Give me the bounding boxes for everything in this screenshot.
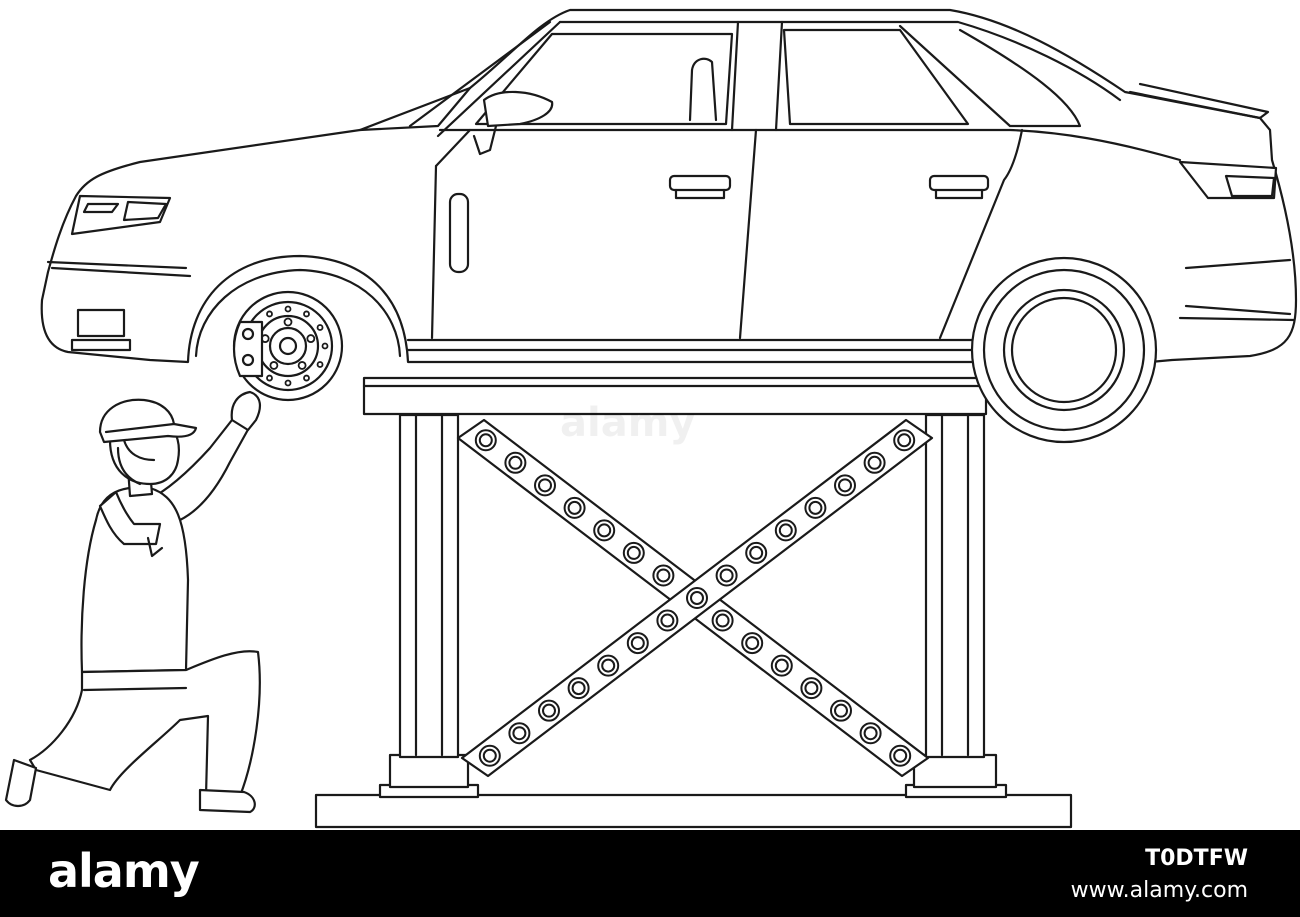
- image-id: T0DTFW: [1145, 846, 1248, 871]
- beam-hole-inner: [538, 478, 552, 493]
- beam-hole-inner: [838, 478, 852, 493]
- beam-hole-inner: [719, 568, 734, 583]
- beam-hole: [745, 541, 768, 564]
- beam-hole-inner: [863, 726, 878, 741]
- beam-hole-inner: [482, 748, 497, 763]
- beam-hole: [834, 474, 856, 497]
- disc-vent: [284, 305, 292, 313]
- beam-hole-inner: [601, 658, 616, 673]
- brake-disc-icon: [232, 290, 344, 402]
- beam-hole: [889, 744, 912, 767]
- beam-hole-inner: [626, 545, 641, 560]
- beam-hole: [563, 496, 586, 519]
- beam-hole-inner: [804, 681, 819, 696]
- beam-hole: [597, 654, 620, 677]
- beam-hole-inner: [749, 545, 764, 560]
- beam-hole: [741, 632, 764, 655]
- car-icon: [40, 8, 1298, 364]
- beam-hole: [656, 609, 679, 632]
- beam-hole: [538, 699, 560, 722]
- car-lift-icon: [314, 376, 1073, 829]
- beam-hole-inner: [478, 433, 493, 448]
- wheel-icon: [970, 256, 1158, 444]
- beam-hole: [626, 632, 649, 655]
- disc-bolt: [306, 334, 316, 343]
- beam-hole: [715, 564, 738, 587]
- beam-hole: [652, 564, 675, 587]
- beam-hole-inner: [834, 703, 848, 718]
- beam-hole-inner: [774, 658, 789, 673]
- beam-hole: [593, 519, 616, 542]
- illustration: [4, 8, 1298, 829]
- beam-hole: [567, 677, 590, 700]
- site-url: www.alamy.com: [1070, 878, 1248, 903]
- beam-hole-inner: [656, 568, 671, 583]
- beam-hole-inner: [512, 726, 527, 741]
- beam-hole: [893, 429, 916, 452]
- disc-vent: [321, 342, 329, 350]
- disc-vent: [266, 310, 273, 318]
- beam-hole-inner: [660, 613, 675, 628]
- beam-hole: [774, 519, 797, 542]
- beam-hole-inner: [571, 681, 586, 696]
- disc-vent: [284, 379, 292, 387]
- disc-vent: [266, 374, 273, 382]
- beam-hole-inner: [867, 455, 882, 470]
- beam-hole: [859, 722, 882, 745]
- beam-hole-inner: [542, 703, 556, 718]
- beam-hole: [686, 587, 708, 609]
- beam-hole: [863, 451, 886, 474]
- beam-hole: [830, 699, 852, 722]
- brand-logo: alamy: [48, 844, 200, 898]
- beam-hole: [711, 609, 734, 632]
- beam-hole-inner: [567, 500, 582, 515]
- footer-bar: alamy T0DTFW www.alamy.com: [0, 830, 1300, 917]
- beam-hole-inner: [745, 636, 760, 651]
- beam-hole: [478, 744, 501, 767]
- beam-hole-inner: [597, 523, 612, 538]
- disc-bolt: [269, 361, 279, 370]
- beam-hole-inner: [508, 455, 523, 470]
- beam-hole: [504, 451, 527, 474]
- disc-vent: [303, 310, 310, 318]
- beam-hole: [534, 474, 556, 497]
- disc-vent: [303, 374, 310, 382]
- disc-vent: [316, 361, 324, 368]
- beam-hole: [474, 429, 497, 452]
- beam-hole: [800, 677, 823, 700]
- mechanic-icon: [4, 390, 262, 814]
- beam-hole-inner: [690, 591, 704, 605]
- beam-hole: [770, 654, 793, 677]
- disc-bolt: [283, 317, 293, 327]
- disc-vent: [316, 324, 324, 331]
- beam-hole-inner: [897, 433, 912, 448]
- beam-hole-inner: [630, 636, 645, 651]
- beam-hole: [804, 496, 827, 519]
- beam-hole: [508, 722, 531, 745]
- beam-hole-inner: [893, 748, 908, 763]
- beam-hole: [622, 541, 645, 564]
- beam-hole-inner: [715, 613, 730, 628]
- beam-hole-inner: [778, 523, 793, 538]
- disc-bolt: [297, 361, 307, 370]
- beam-hole-inner: [808, 500, 823, 515]
